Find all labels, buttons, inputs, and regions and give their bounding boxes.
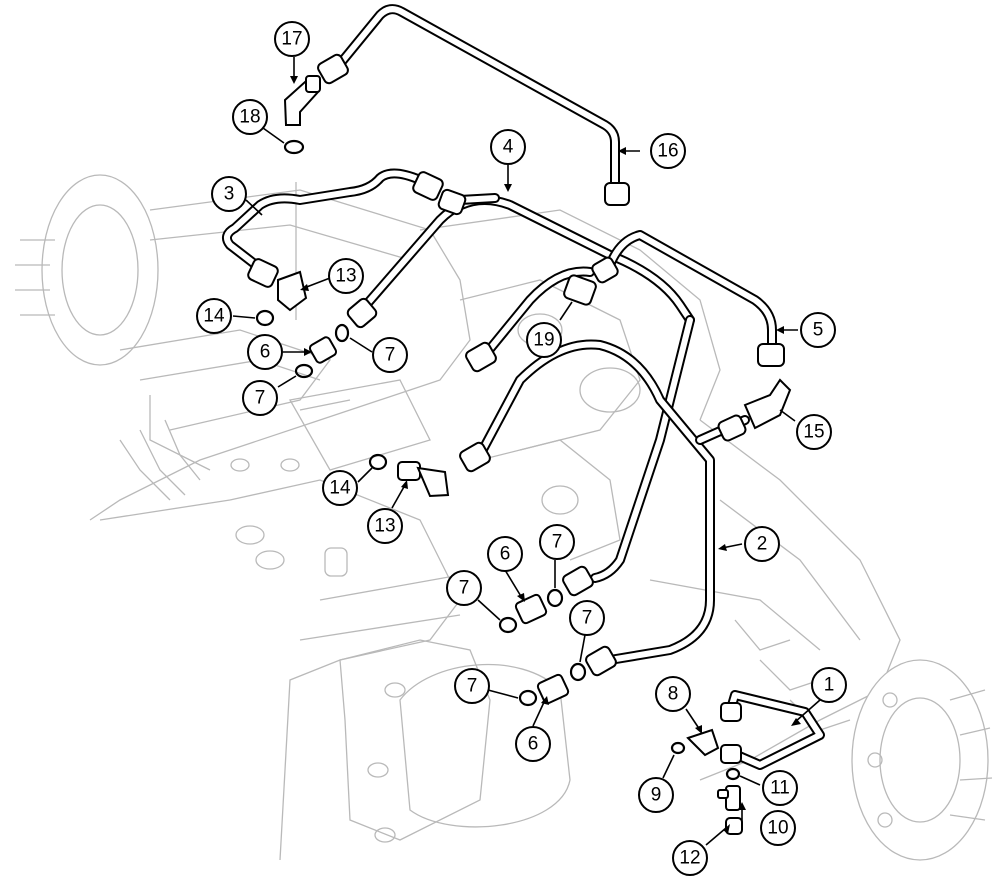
pipe-3 [221,168,444,288]
o-ring-18 [283,139,305,155]
callout-4: 4 [490,129,526,165]
o-ring-14-upper [255,309,275,327]
callout-7-e: 7 [569,600,605,636]
callout-6-middle: 6 [487,536,523,572]
callout-6-lower: 6 [515,726,551,762]
elbow-fitting-17 [283,75,321,126]
callout-9-label: 9 [651,785,662,806]
pipe-16 [317,4,630,206]
callout-7-c-label: 7 [552,532,563,553]
callout-9: 9 [638,777,674,813]
callout-6-upper: 6 [247,334,283,370]
callout-1-label: 1 [824,675,835,696]
elbow-fitting-15 [743,378,792,430]
pipe-1 [720,690,825,770]
callout-19: 19 [526,322,562,358]
callout-13-lower: 13 [367,508,403,544]
o-ring-11 [725,767,741,781]
callout-4-label: 4 [503,137,514,158]
callout-6-lower-label: 6 [528,734,539,755]
callout-17: 17 [274,21,310,57]
callout-7-c: 7 [539,524,575,560]
leader-lines [232,57,821,846]
callout-2: 2 [744,526,780,562]
callout-6-middle-label: 6 [500,544,511,565]
callout-12-label: 12 [679,848,700,869]
o-ring-7-f [518,689,538,707]
callout-3: 3 [211,176,247,212]
callout-3-label: 3 [224,184,235,205]
elbow-fitting-8 [686,728,720,757]
callout-13-lower-label: 13 [374,516,395,537]
callout-8: 8 [655,676,691,712]
pipe-19-line [465,256,619,373]
callout-18-label: 18 [239,107,260,128]
callout-16: 16 [650,133,686,169]
callout-6-upper-label: 6 [260,342,271,363]
callout-7-f: 7 [454,668,490,704]
pipe-connector-15 [695,414,750,445]
elbow-fitting-13-lower [397,461,450,498]
o-ring-7-b [294,363,314,379]
callout-12: 12 [672,840,708,876]
o-ring-9 [670,741,686,755]
callout-14-lower: 14 [322,470,358,506]
pipe-5 [605,230,785,367]
adapter-6-middle [514,593,548,625]
callout-15: 15 [796,414,832,450]
axle-housing-outline [15,174,993,861]
callout-5-label: 5 [813,320,824,341]
callout-11-label: 11 [770,778,790,799]
callout-14-upper: 14 [196,298,232,334]
adapter-6-upper [308,336,338,364]
callout-7-d: 7 [446,570,482,606]
tee-fitting-10 [717,785,741,811]
callout-16-label: 16 [657,141,678,162]
callout-10: 10 [760,810,796,846]
callout-15-label: 15 [803,422,824,443]
callout-7-f-label: 7 [467,676,478,697]
callout-13-upper-label: 13 [335,266,356,287]
o-ring-7-d [498,616,518,634]
callout-7-d-label: 7 [459,578,470,599]
callout-1: 1 [811,667,847,703]
callout-2-label: 2 [757,534,768,555]
callout-14-upper-label: 14 [203,306,225,327]
o-ring-7-c [546,588,564,608]
callout-7-b-label: 7 [255,388,266,409]
callout-7-a: 7 [372,337,408,373]
callout-10-label: 10 [767,818,788,839]
callout-14-lower-label: 14 [329,478,351,499]
callout-7-b: 7 [242,380,278,416]
o-ring-14-lower [368,453,388,471]
adapter-6-lower [536,673,570,705]
callout-7-a-label: 7 [385,345,396,366]
callout-18: 18 [232,99,268,135]
elbow-fitting-13-upper [277,270,308,312]
callout-11: 11 [762,770,798,806]
callout-19-label: 19 [533,330,554,351]
o-ring-7-a [334,323,350,343]
callout-8-label: 8 [668,684,679,705]
callout-7-e-label: 7 [582,608,593,629]
callout-17-label: 17 [281,29,302,50]
callout-13-upper: 13 [328,258,364,294]
o-ring-7-e [569,662,587,682]
callout-5: 5 [800,312,836,348]
